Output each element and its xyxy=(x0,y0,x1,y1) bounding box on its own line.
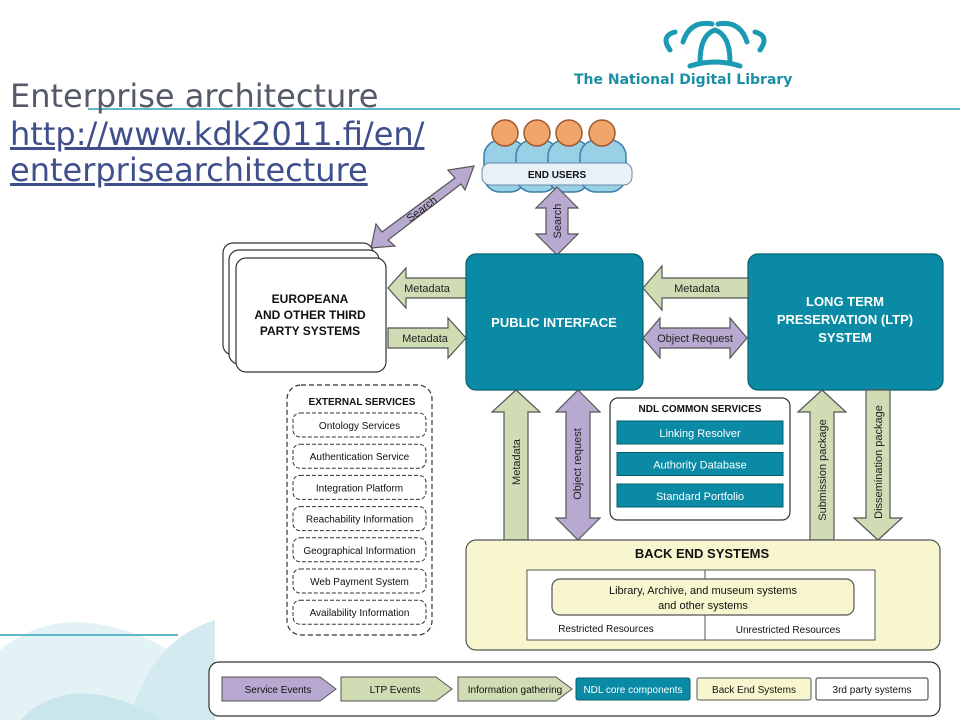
external-service-item xyxy=(292,443,427,469)
external-service-item xyxy=(292,599,427,625)
page-title: Enterprise architecture xyxy=(10,77,379,115)
legend-ltp-events-swatch xyxy=(340,676,453,702)
ltp-label-line1: LONG TERM xyxy=(806,294,884,309)
back-end-title: BACK END SYSTEMS xyxy=(635,546,770,561)
metadata-in-label: Metadata xyxy=(402,333,449,345)
back-end-inner-line1: Library, Archive, and museum systems xyxy=(609,585,798,597)
footer-rule xyxy=(0,634,178,636)
ndl-common-services-box: NDL COMMON SERVICES Linking ResolverAuth… xyxy=(609,397,791,521)
europeana-label-line2: AND OTHER THIRD xyxy=(254,308,366,322)
ndl-common-title: NDL COMMON SERVICES xyxy=(639,404,762,415)
external-services-title: EXTERNAL SERVICES xyxy=(309,397,416,408)
external-service-label: Integration Platform xyxy=(316,483,403,494)
back-end-systems-box: BACK END SYSTEMS Library, Archive, and m… xyxy=(465,539,941,651)
dissemination-package-arrow: Dissemination package xyxy=(852,389,904,541)
external-service-item xyxy=(292,506,427,532)
legend-ndl-core-swatch xyxy=(575,677,691,701)
ltp-label-line3: SYSTEM xyxy=(818,330,871,345)
title-rule xyxy=(88,108,960,110)
unrestricted-resources-label: Unrestricted Resources xyxy=(736,625,840,636)
external-service-label: Availability Information xyxy=(310,608,410,619)
background-swirl-decoration xyxy=(0,620,215,720)
external-service-item xyxy=(292,568,427,594)
external-services-box: EXTERNAL SERVICES Ontology ServicesAuthe… xyxy=(286,384,433,636)
dissemination-package-label: Dissemination package xyxy=(873,405,885,519)
external-service-label: Ontology Services xyxy=(319,421,400,432)
metadata-in-arrow: Metadata xyxy=(387,316,467,360)
submission-package-arrow: Submission package xyxy=(796,389,848,541)
link-line1[interactable]: http://www.kdk2011.fi/en/ xyxy=(10,115,425,153)
object-request-back-arrow: Object request xyxy=(554,389,602,541)
object-request-back-label: Object request xyxy=(572,428,584,500)
ndl-common-item-label: Linking Resolver xyxy=(659,428,741,440)
europeana-box: EUROPEANA AND OTHER THIRD PARTY SYSTEMS xyxy=(222,242,387,373)
back-end-inner-line2: and other systems xyxy=(658,600,748,612)
legend-service-events: Service Events xyxy=(245,685,312,696)
link-line2[interactable]: enterprisearchitecture xyxy=(10,151,368,189)
metadata-back-label: Metadata xyxy=(511,438,523,485)
legend-back-end-swatch xyxy=(696,677,812,701)
end-users-label: END USERS xyxy=(528,170,587,181)
legend: Service Events LTP Events Information ga… xyxy=(208,661,941,717)
ndl-common-item-label: Authority Database xyxy=(653,460,747,472)
europeana-label-line1: EUROPEANA xyxy=(272,292,349,306)
legend-service-events-swatch xyxy=(221,676,337,702)
external-service-label: Reachability Information xyxy=(306,515,413,526)
legend-third-party: 3rd party systems xyxy=(833,685,912,696)
external-service-label: Authentication Service xyxy=(310,452,410,463)
europeana-label-line3: PARTY SYSTEMS xyxy=(260,324,360,338)
ndl-logo-icon xyxy=(663,20,767,69)
ndl-common-item xyxy=(616,483,784,508)
legend-back-end: Back End Systems xyxy=(712,685,796,696)
search-diagonal-label: Search xyxy=(405,194,440,225)
external-service-item xyxy=(292,412,427,438)
ndl-common-item xyxy=(616,420,784,445)
external-service-item xyxy=(292,537,427,563)
legend-information-gathering-swatch xyxy=(457,676,573,702)
external-service-item xyxy=(292,474,427,500)
ltp-label-line2: PRESERVATION (LTP) xyxy=(777,312,913,327)
legend-information-gathering: Information gathering xyxy=(468,685,563,696)
object-request-ltp-arrow: Object Request xyxy=(642,316,748,360)
search-vertical-label: Search xyxy=(552,204,564,239)
brand-name: The National Digital Library xyxy=(574,72,793,88)
external-service-label: Web Payment System xyxy=(310,577,409,588)
metadata-ltp-arrow: Metadata xyxy=(642,264,749,312)
legend-ndl-core: NDL core components xyxy=(583,685,682,696)
metadata-out-arrow: Metadata xyxy=(387,266,467,310)
restricted-resources-label: Restricted Resources xyxy=(558,624,654,635)
search-diagonal-arrow: Search xyxy=(370,165,475,249)
metadata-ltp-label: Metadata xyxy=(674,283,721,295)
metadata-out-label: Metadata xyxy=(404,283,451,295)
legend-ltp-events: LTP Events xyxy=(370,685,421,696)
ndl-common-item xyxy=(616,452,784,476)
external-service-label: Geographical Information xyxy=(303,546,415,557)
submission-package-label: Submission package xyxy=(817,419,829,521)
public-interface-box: PUBLIC INTERFACE xyxy=(465,253,644,391)
ltp-system-box: LONG TERM PRESERVATION (LTP) SYSTEM xyxy=(747,253,944,391)
legend-third-party-swatch xyxy=(815,677,929,701)
metadata-back-arrow: Metadata xyxy=(490,389,542,541)
object-request-ltp-label: Object Request xyxy=(657,333,733,345)
public-interface-label: PUBLIC INTERFACE xyxy=(491,315,617,330)
search-vertical-arrow: Search xyxy=(534,186,580,256)
end-users-label-box xyxy=(481,162,633,186)
ndl-common-item-label: Standard Portfolio xyxy=(656,491,744,503)
